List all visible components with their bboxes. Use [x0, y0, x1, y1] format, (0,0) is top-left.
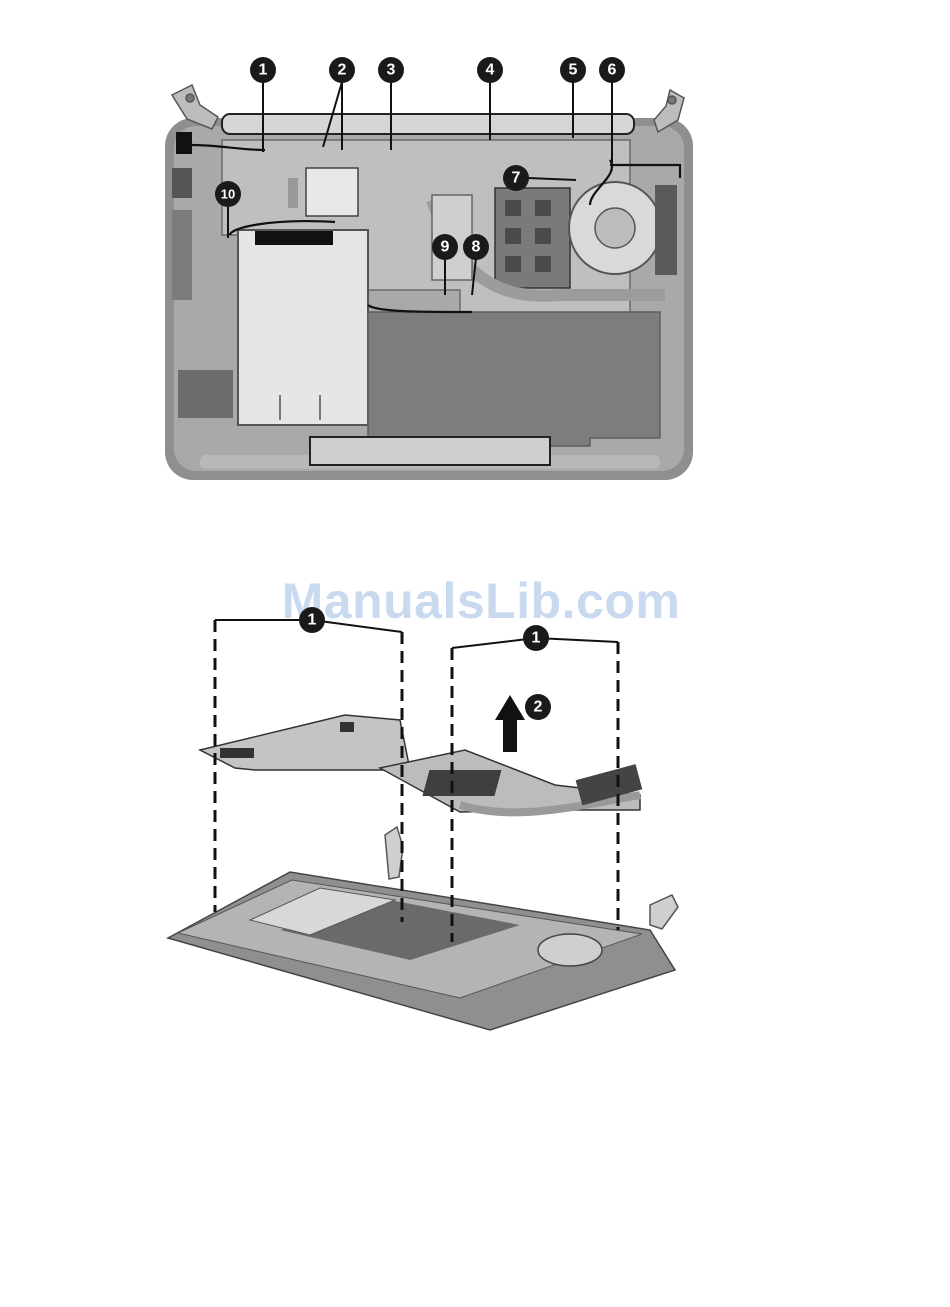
wlan-module	[306, 168, 358, 216]
callout-3: 3	[378, 57, 404, 83]
heat-exchanger	[655, 185, 677, 275]
left-speaker	[178, 370, 233, 418]
callout-7: 7	[503, 165, 529, 191]
callout-5: 5	[560, 57, 586, 83]
callout-1: 1	[250, 57, 276, 83]
bottom-exploded-figure: 1 1 2	[160, 600, 700, 1040]
up-arrow-icon	[495, 695, 525, 752]
svg-text:5: 5	[569, 62, 578, 79]
svg-text:1: 1	[308, 612, 317, 629]
callout-2: 2	[329, 57, 355, 83]
side-port	[172, 168, 192, 198]
callout-1-right: 1	[523, 625, 549, 651]
svg-text:3: 3	[387, 62, 396, 79]
board-connector	[340, 722, 354, 732]
svg-text:7: 7	[512, 170, 521, 187]
battery	[368, 312, 660, 446]
svg-text:2: 2	[338, 62, 347, 79]
svg-text:1: 1	[532, 630, 541, 647]
svg-text:9: 9	[441, 239, 450, 256]
callout-6: 6	[599, 57, 625, 83]
hard-drive	[238, 230, 368, 425]
svg-text:1: 1	[259, 62, 268, 79]
drive-connector	[255, 231, 333, 245]
side-port	[172, 210, 192, 300]
callout-9: 9	[432, 234, 458, 260]
board-chip	[288, 178, 298, 208]
callout-8: 8	[463, 234, 489, 260]
system-board-left	[200, 715, 410, 770]
board-chip	[220, 748, 254, 758]
top-disassembly-figure: 1 2 3 4 5 6 7 8 9 10	[160, 50, 700, 490]
fan-hub	[595, 208, 635, 248]
bottom-connector-strip	[310, 437, 550, 465]
memory-slot	[422, 770, 501, 796]
svg-text:6: 6	[608, 62, 617, 79]
callout-4: 4	[477, 57, 503, 83]
callout-leaders	[215, 620, 618, 648]
fan-icon	[538, 934, 602, 966]
callout-10: 10	[215, 181, 241, 207]
svg-text:8: 8	[472, 239, 481, 256]
svg-text:4: 4	[486, 62, 495, 79]
callout-2: 2	[525, 694, 551, 720]
power-connector	[176, 132, 192, 154]
svg-text:10: 10	[221, 187, 235, 202]
callout-1-left: 1	[299, 607, 325, 633]
svg-text:2: 2	[534, 699, 543, 716]
